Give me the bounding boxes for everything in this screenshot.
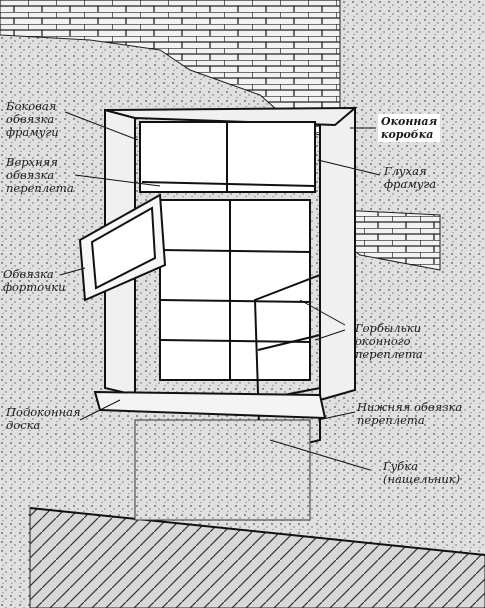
label-drip-cap: Губка (нащельник): [383, 459, 461, 486]
label-sill-board: Подоконная доска: [6, 405, 81, 432]
label-bottom-sash-frame: Нижняя обвязка переплета: [357, 400, 463, 427]
wall-below-sill: [134, 419, 311, 521]
fixed-transom: [139, 121, 316, 193]
label-side-frame-transom: Боковая обвязка фрамуги: [6, 99, 59, 139]
sash: [159, 199, 311, 381]
brick-masonry-top: [0, 0, 341, 141]
label-fixed-transom: Глухая фрамуга: [384, 164, 437, 191]
leader-lines: [59, 111, 381, 471]
label-window-box: Оконная коробка: [378, 114, 441, 142]
label-sash-muntins: Горбыльки оконного переплета: [355, 321, 423, 361]
opened-vent: [78, 193, 167, 302]
label-top-sash-frame: Верхняя обвязка переплета: [6, 155, 74, 195]
label-vent-frame: Обвязка форточки: [3, 267, 66, 294]
